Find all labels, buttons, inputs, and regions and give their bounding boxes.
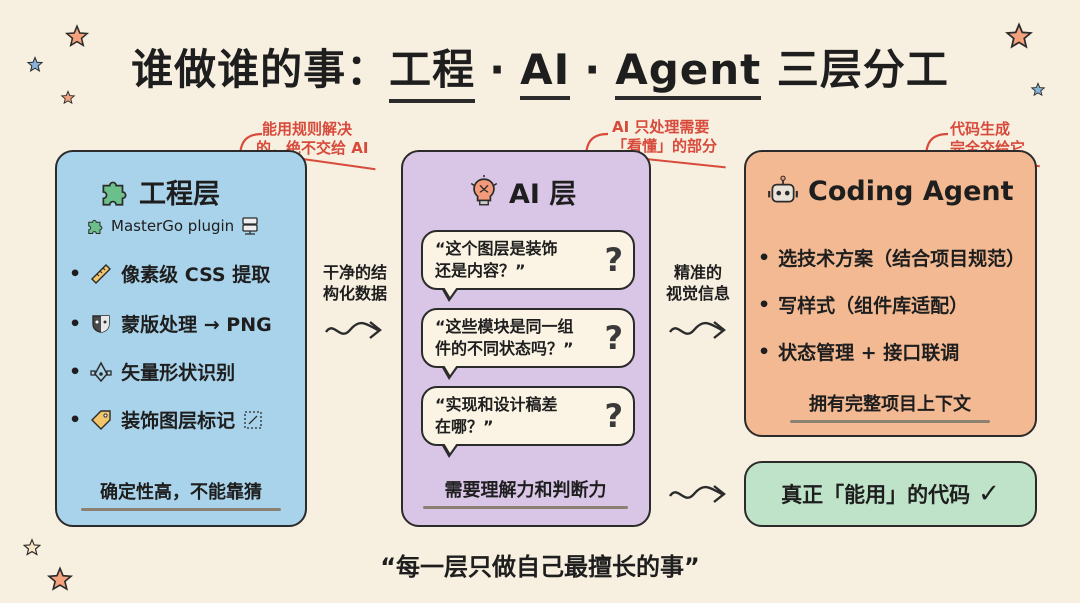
- note-line: 代码生成: [950, 120, 1011, 138]
- server-icon: [242, 217, 258, 235]
- star-icon: [1005, 22, 1033, 49]
- plugin-label: MasterGo plugin: [85, 216, 260, 236]
- result-label-text: 真正「能用」的代码: [781, 483, 971, 507]
- bubble-line: “这些模块是同一组: [435, 317, 574, 336]
- result-label: 真正「能用」的代码 ✓: [746, 463, 1035, 525]
- bullet: •: [69, 360, 82, 383]
- title-dot: ·: [584, 45, 602, 94]
- ai-panel: AI 层 “这个图层是装饰 还是内容？” ? “这些模块是同一组 件的不同状态吗…: [401, 150, 651, 527]
- ai-title-text: AI 层: [509, 179, 577, 210]
- title-ai: AI: [520, 45, 571, 100]
- engineering-item-text: 矢量形状识别: [121, 362, 236, 384]
- engineering-item-text: 蒙版处理 → PNG: [121, 314, 272, 336]
- layer-frame-icon: [244, 410, 262, 429]
- engineering-item-text: 像素级 CSS 提取: [121, 264, 271, 286]
- footer-underline: [423, 506, 628, 509]
- bullet: •: [758, 340, 771, 363]
- robot-icon: [768, 175, 798, 203]
- tag-icon: [91, 409, 111, 430]
- squiggle-arrow-icon: [325, 321, 382, 339]
- question-bubble: “实现和设计稿差 在哪？” ?: [421, 386, 635, 458]
- agent-title-text: Coding Agent: [808, 175, 1014, 207]
- agent-title: Coding Agent: [766, 174, 1014, 208]
- agent-footer-text: 拥有完整项目上下文: [809, 394, 971, 415]
- squiggle-arrow-icon: [669, 321, 726, 339]
- bubble-line: 在哪？”: [435, 417, 494, 436]
- engineering-item: • 矢量形状识别: [69, 358, 235, 385]
- bullet: •: [69, 408, 82, 431]
- puzzle-icon: [102, 181, 127, 206]
- title-agent: Agent: [615, 45, 762, 100]
- footer-underline: [790, 420, 990, 423]
- star-icon: [22, 538, 42, 556]
- agent-item-text: 写样式（组件库适配）: [778, 295, 969, 317]
- engineering-title-text: 工程层: [139, 179, 220, 210]
- ruler-icon: [91, 263, 112, 284]
- engineering-item: • 蒙版处理 → PNG: [69, 310, 272, 337]
- bottom-quote: “每一层只做自己最擅长的事”: [380, 553, 700, 581]
- vector-pen-icon: [90, 360, 112, 382]
- star-icon: [60, 90, 76, 105]
- note-line: 能用规则解决: [262, 120, 353, 138]
- ai-title: AI 层: [467, 172, 576, 211]
- title-lead: 谁做谁的事：: [131, 45, 390, 94]
- note-line: AI 只处理需要: [612, 118, 710, 136]
- ai-footer: 需要理解力和判断力: [423, 476, 628, 509]
- bubble-tail: [444, 365, 457, 375]
- title-dot: ·: [489, 45, 507, 94]
- question-mark-icon: ?: [604, 397, 623, 435]
- connector-line: 构化数据: [322, 284, 387, 303]
- question-mark-icon: ?: [604, 319, 623, 357]
- question-mark-icon: ?: [604, 241, 623, 279]
- connector-line: 干净的结: [322, 263, 387, 282]
- plugin-text: MasterGo plugin: [111, 217, 235, 235]
- footer-underline: [81, 508, 281, 511]
- engineering-item: • 像素级 CSS 提取: [69, 260, 270, 287]
- connector-line: 视觉信息: [665, 284, 730, 303]
- engineering-item: • 装饰图层标记: [69, 406, 263, 433]
- star-icon: [1030, 82, 1046, 97]
- connector-label-2: 精准的 视觉信息: [656, 262, 740, 304]
- agent-item-text: 选技术方案（结合项目规范）: [778, 248, 1026, 270]
- agent-footer: 拥有完整项目上下文: [790, 390, 990, 423]
- bullet: •: [758, 246, 771, 269]
- star-icon: [46, 566, 74, 591]
- title-engineering: 工程: [389, 36, 476, 103]
- question-bubble: “这些模块是同一组 件的不同状态吗？” ?: [421, 308, 635, 380]
- engineering-footer: 确定性高，不能靠猜: [81, 478, 281, 511]
- puzzle-icon: [88, 219, 103, 234]
- agent-item: • 选技术方案（结合项目规范）: [758, 244, 1025, 271]
- result-panel: 真正「能用」的代码 ✓: [744, 461, 1037, 527]
- bullet: •: [758, 293, 771, 316]
- squiggle-arrow-icon: [669, 485, 726, 503]
- agent-item-text: 状态管理 + 接口联调: [778, 342, 960, 364]
- engineering-item-text: 装饰图层标记: [121, 410, 236, 432]
- bullet: •: [69, 312, 82, 335]
- mask-icon: [92, 314, 110, 333]
- bubble-line: “实现和设计稿差: [435, 395, 558, 414]
- agent-panel: Coding Agent • 选技术方案（结合项目规范） • 写样式（组件库适配…: [744, 150, 1037, 437]
- connector-label-1: 干净的结 构化数据: [312, 262, 398, 304]
- question-bubble: “这个图层是装饰 还是内容？” ?: [421, 230, 635, 302]
- bubble-line: 件的不同状态吗？”: [435, 339, 574, 358]
- bubble-line: “这个图层是装饰: [435, 239, 558, 258]
- bubble-tail: [444, 287, 457, 297]
- engineering-footer-text: 确定性高，不能靠猜: [100, 482, 262, 503]
- bubble-tail: [444, 443, 457, 453]
- bubble-line: 还是内容？”: [435, 261, 526, 280]
- star-icon: [64, 24, 90, 48]
- engineering-panel: 工程层 MasterGo plugin • 像素级 CSS 提取 • 蒙版处理 …: [55, 150, 307, 527]
- page-title: 谁做谁的事：工程 · AI · Agent 三层分工: [0, 36, 1080, 103]
- connector-line: 精准的: [673, 263, 722, 282]
- bullet: •: [69, 262, 82, 285]
- engineering-title: 工程层: [97, 172, 220, 211]
- check-icon: ✓: [978, 479, 1000, 509]
- star-icon: [26, 56, 44, 72]
- brain-bulb-icon: [470, 174, 498, 205]
- agent-item: • 状态管理 + 接口联调: [758, 338, 959, 365]
- agent-item: • 写样式（组件库适配）: [758, 291, 968, 318]
- ai-footer-text: 需要理解力和判断力: [444, 480, 607, 501]
- title-tail: 三层分工: [776, 45, 949, 94]
